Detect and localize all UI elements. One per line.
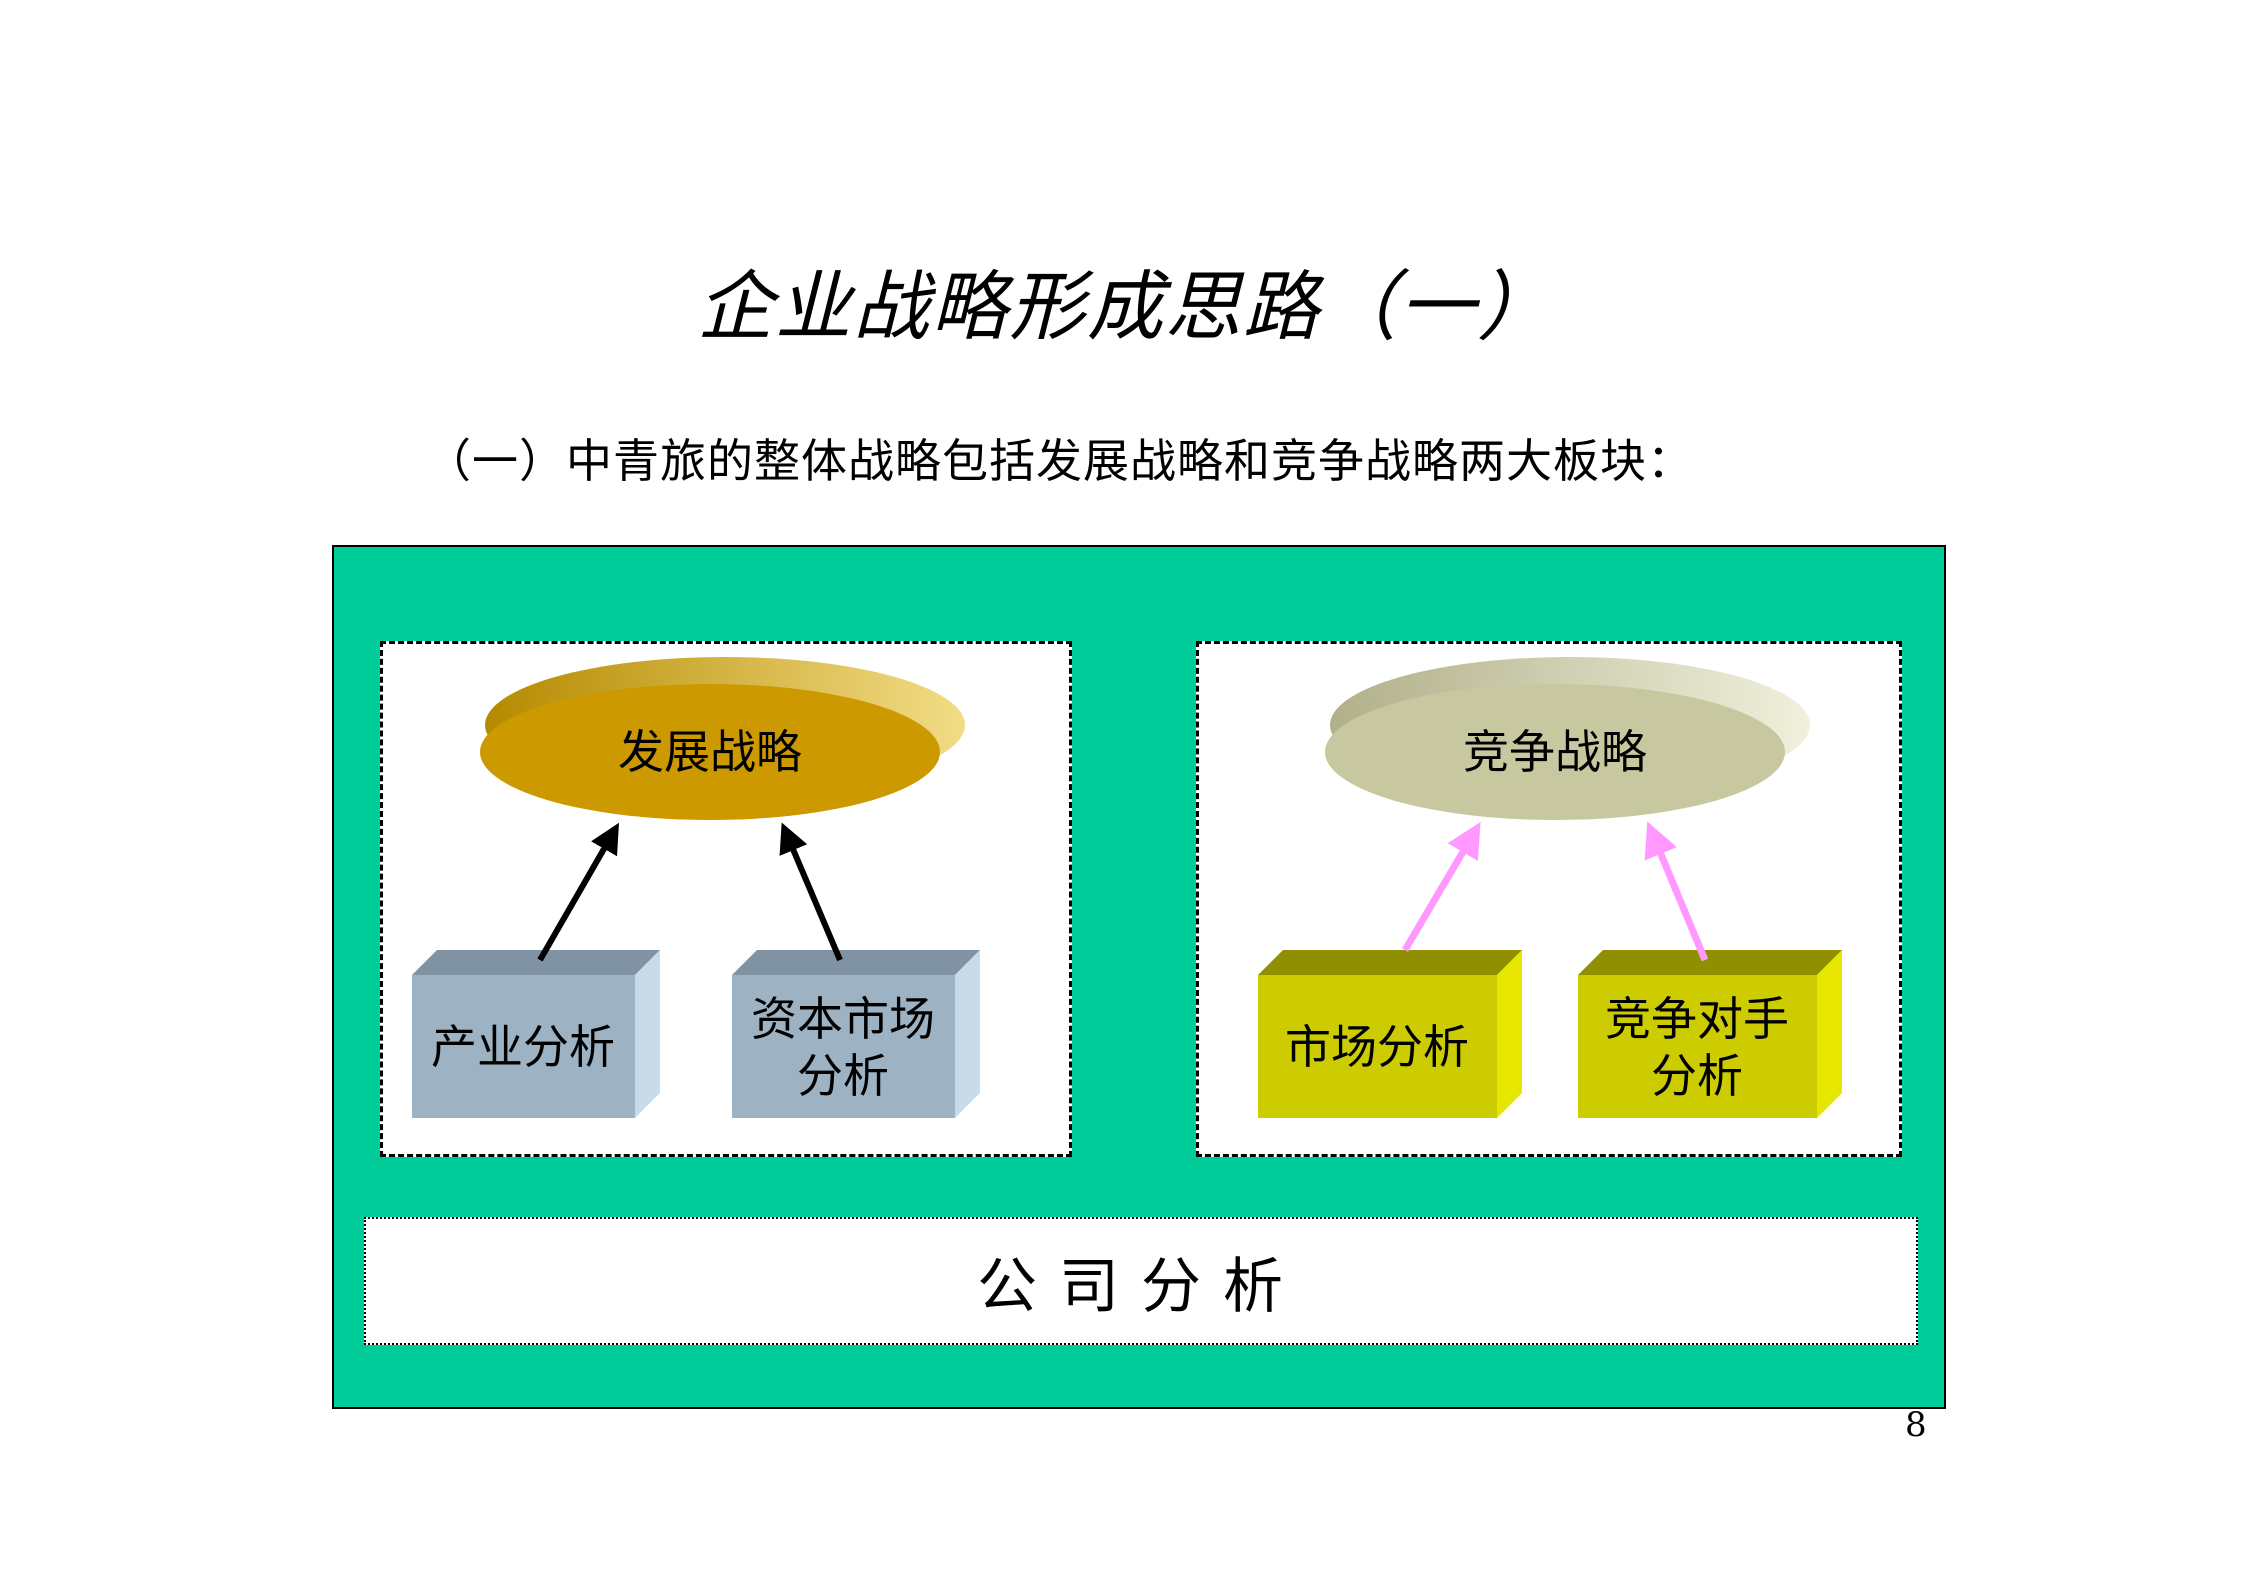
capital-to-development-arrow (779, 822, 843, 962)
competitor-analysis-box: 竞争对手 分析 (1578, 950, 1842, 1118)
company-analysis-bar: 公司分析 (364, 1217, 1918, 1345)
page-number: 8 (1905, 1405, 1927, 1445)
slide-subtitle: （一）中青旅的整体战略包括发展战略和竞争战略两大板块： (425, 434, 1694, 488)
competitive-strategy-oval: 竞争战略 (1325, 657, 1810, 820)
competitor-to-competition-arrow (1644, 821, 1709, 962)
development-strategy-label: 发展战略 (618, 725, 802, 779)
capital-market-analysis-box: 资本市场 分析 (732, 950, 980, 1118)
market-to-competition-arrow (1401, 821, 1481, 952)
competitor-analysis-label-line1: 竞争对手 (1605, 992, 1789, 1046)
industry-to-development-arrow (537, 822, 619, 962)
market-analysis-label: 市场分析 (1285, 1020, 1469, 1074)
capital-market-analysis-label-line2: 分析 (797, 1049, 889, 1103)
competitor-analysis-label-line2: 分析 (1651, 1049, 1743, 1103)
industry-analysis-label: 产业分析 (431, 1020, 615, 1074)
market-analysis-box: 市场分析 (1258, 950, 1522, 1118)
capital-market-analysis-label-line1: 资本市场 (751, 992, 935, 1046)
slide-title: 企业战略形成思路（一） (697, 262, 1555, 351)
industry-analysis-box: 产业分析 (412, 950, 660, 1118)
development-strategy-oval: 发展战略 (480, 657, 965, 820)
competitive-strategy-label: 竞争战略 (1463, 725, 1647, 779)
